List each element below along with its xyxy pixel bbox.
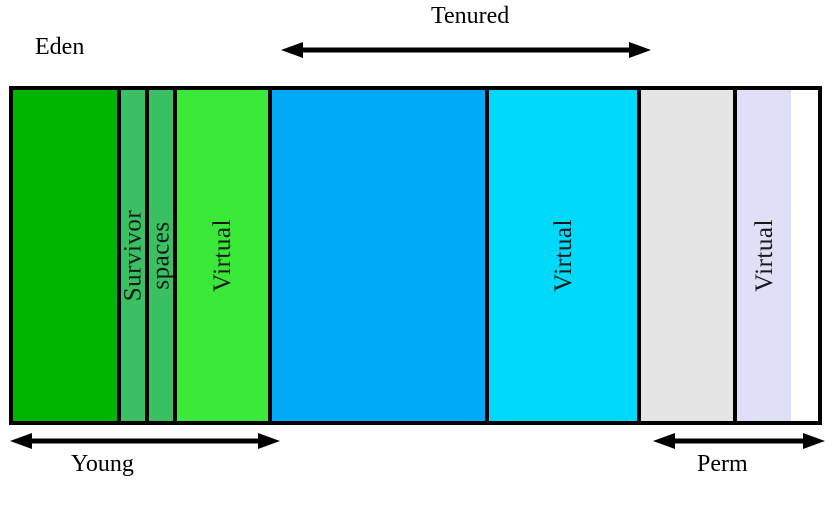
- region-survivor-space-2-label: spaces: [147, 221, 173, 290]
- region-eden[interactable]: [13, 90, 117, 421]
- region-survivor-space-1-label: Survivor: [119, 209, 145, 302]
- young-span-arrow: [10, 430, 280, 452]
- region-perm[interactable]: [637, 90, 733, 421]
- tenured-span-arrow: [281, 39, 651, 61]
- region-perm-virtual-label: Virtual: [750, 219, 778, 292]
- region-tenured-virtual[interactable]: Virtual: [485, 90, 637, 421]
- region-tenured-virtual-label: Virtual: [549, 219, 577, 292]
- eden-label: Eden: [35, 34, 85, 60]
- region-young-virtual-label: Virtual: [209, 219, 236, 292]
- perm-label: Perm: [697, 451, 748, 477]
- region-survivor-space-1[interactable]: Survivor: [117, 90, 145, 421]
- memory-layout-bar: Survivor spaces Virtual Virtual Virtual: [9, 86, 822, 425]
- region-tenured[interactable]: [268, 90, 485, 421]
- tenured-label: Tenured: [431, 3, 510, 29]
- region-perm-virtual[interactable]: Virtual: [733, 90, 791, 421]
- region-young-virtual[interactable]: Virtual: [173, 90, 268, 421]
- region-survivor-space-2[interactable]: spaces: [145, 90, 173, 421]
- young-label: Young: [71, 451, 134, 477]
- perm-span-arrow: [653, 430, 825, 452]
